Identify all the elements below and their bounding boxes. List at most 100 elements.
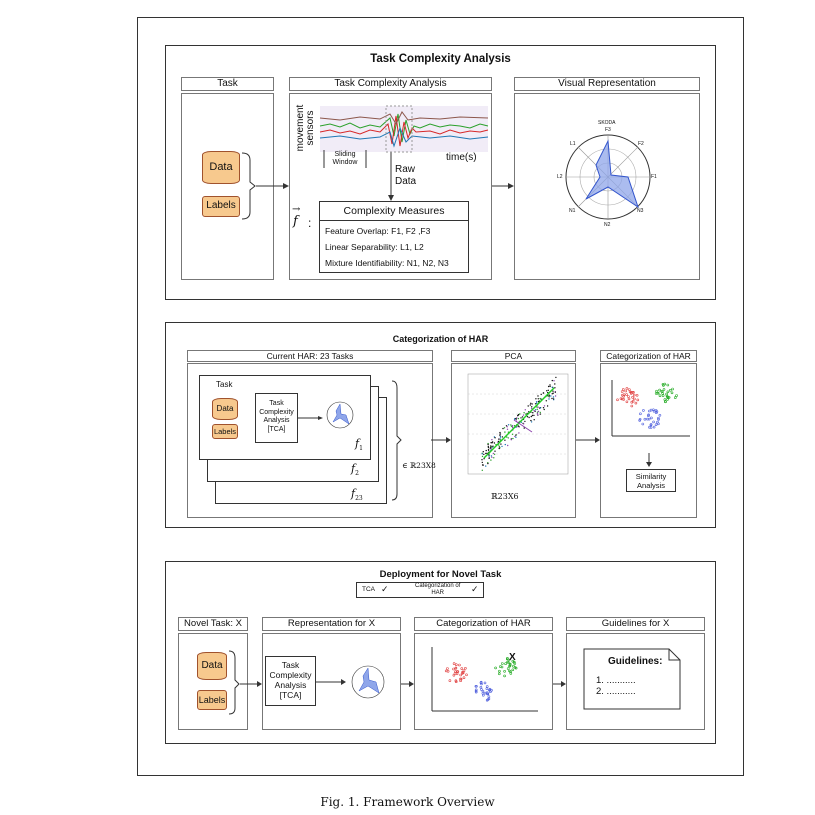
cluster-point: [513, 662, 517, 665]
cluster-point: [641, 422, 645, 426]
sliding-window-bracket: [323, 150, 367, 168]
cluster-point: [652, 425, 656, 429]
cluster-point: [643, 417, 647, 421]
cluster-point: [668, 389, 672, 392]
cluster-point: [474, 688, 478, 692]
pca-point: [536, 411, 539, 413]
pca-point: [533, 419, 535, 421]
cluster-point: [452, 667, 455, 671]
cluster-point: [658, 394, 662, 398]
cluster-point: [647, 417, 651, 421]
pca-point: [519, 413, 521, 415]
novel-task-x-mark: X: [509, 652, 516, 663]
panel2-task-label: Task: [216, 380, 233, 389]
cluster-point: [452, 662, 456, 665]
cluster-point: [657, 416, 660, 420]
pca-point: [537, 395, 539, 397]
guidelines-title: Guidelines:: [608, 656, 663, 667]
cluster-point: [627, 395, 630, 398]
cluster-point: [504, 662, 507, 666]
radar-axis-l2: L2: [557, 174, 563, 180]
cluster-point: [481, 691, 485, 695]
cluster-point: [455, 672, 459, 676]
pca-point: [534, 410, 536, 413]
cluster-point: [646, 417, 649, 421]
panel3-header-guide: Guidelines for X: [566, 617, 705, 631]
pca-dim-label: ℝ23X6: [491, 492, 519, 501]
pca-point: [548, 395, 550, 397]
cluster-point: [454, 666, 458, 670]
cluster-point: [459, 673, 463, 677]
cluster-point: [480, 682, 483, 686]
cluster-point: [671, 387, 674, 391]
measure-linear-separability: Linear Separability: L1, L2: [325, 242, 424, 252]
pca-point: [515, 436, 517, 438]
pca-point: [553, 380, 555, 382]
cluster-point: [631, 395, 634, 399]
radar-axis-n2: N2: [604, 222, 611, 228]
pca-point: [547, 389, 549, 391]
pca-point: [499, 433, 501, 435]
pca-point: [485, 465, 487, 467]
pca-point: [499, 431, 501, 434]
f-label-2: f2: [351, 462, 359, 478]
legend-cat-label: Categorization of HAR: [415, 583, 461, 596]
signal-x-label: time(s): [446, 152, 477, 163]
pca-point: [491, 439, 493, 441]
cluster-point: [446, 667, 449, 670]
cluster-point: [446, 669, 450, 673]
pca-point: [516, 417, 518, 419]
cluster-point: [639, 412, 642, 416]
pca-point: [504, 439, 506, 441]
pca-point: [491, 456, 493, 458]
complexity-measures-box: Complexity Measures Feature Overlap: F1,…: [319, 201, 469, 273]
pca-point: [501, 445, 503, 448]
pca-point: [530, 415, 532, 418]
panel2-labels-scroll-icon: Labels: [212, 424, 238, 439]
labels-label: Labels: [206, 200, 236, 211]
pca-point: [526, 416, 529, 418]
radar-axis-f2: F2: [638, 141, 644, 147]
pca-point: [514, 435, 516, 438]
pca-point: [548, 398, 550, 400]
pca-point: [536, 402, 538, 404]
cluster-point: [647, 414, 650, 418]
pca-point: [555, 376, 557, 379]
cluster-point: [494, 666, 497, 670]
pca-point: [548, 394, 550, 396]
cluster-point: [661, 383, 665, 386]
radar-axis-n1: N1: [569, 208, 576, 214]
cluster-point: [633, 397, 636, 401]
pca-point: [547, 385, 550, 388]
pca-point: [518, 426, 520, 428]
pca-point: [501, 436, 504, 438]
pca-point: [542, 407, 545, 409]
pca-point: [539, 407, 542, 409]
pca-point: [530, 421, 533, 423]
cluster-point: [483, 681, 487, 685]
pca-point: [483, 453, 485, 456]
pca-point: [533, 414, 535, 417]
panel2-tca-text: Task Complexity Analysis [TCA]: [259, 400, 294, 433]
data-label: Data: [209, 161, 233, 173]
pca-point: [490, 459, 492, 461]
similarity-analysis-box: Similarity Analysis: [626, 469, 676, 492]
cluster-point: [655, 389, 658, 393]
cluster-point: [485, 687, 489, 690]
panel2-header-pca: PCA: [451, 350, 576, 362]
cluster-point: [627, 397, 631, 401]
pca-point: [517, 415, 519, 417]
pca-point: [485, 449, 487, 452]
panel3-tca-box-inner: Task Complexity Analysis [TCA]: [265, 656, 316, 706]
data-cylinder-icon: Data: [202, 151, 240, 184]
pca-point: [522, 414, 525, 416]
pca-point: [535, 398, 537, 400]
panel3-header-cat: Categorization of HAR: [414, 617, 553, 631]
pca-point: [537, 398, 539, 400]
pca-point: [537, 410, 540, 413]
pca-point: [493, 442, 496, 444]
pca-point: [527, 405, 529, 407]
pca-point: [507, 444, 509, 447]
panel3-header-repr: Representation for X: [262, 617, 401, 631]
